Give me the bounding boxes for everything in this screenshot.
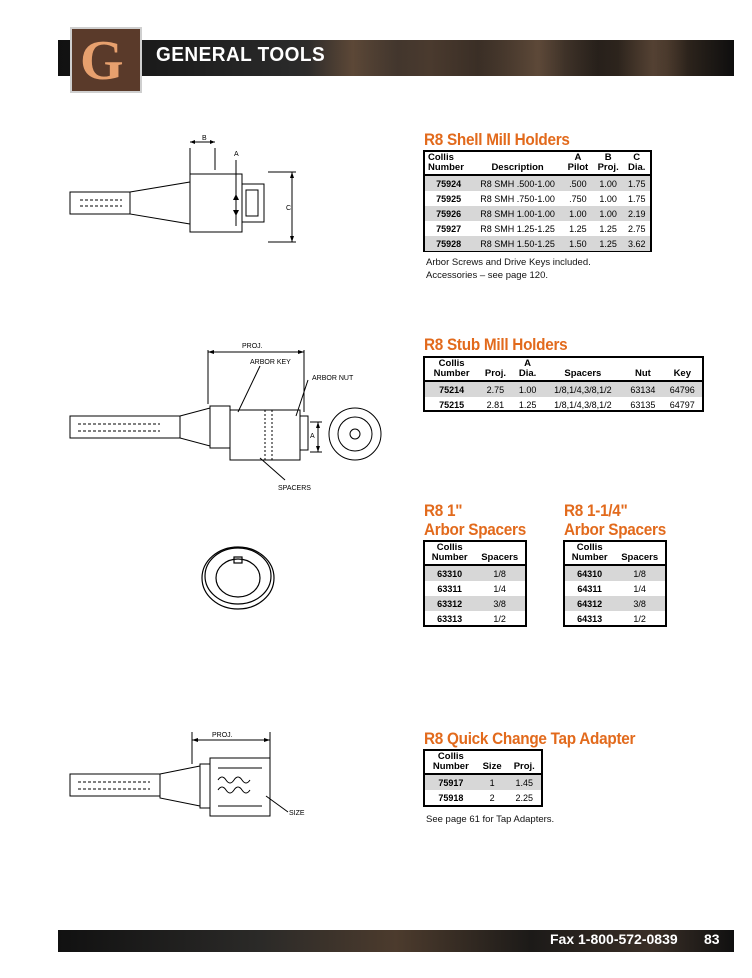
svg-text:PROJ.: PROJ. [242,343,263,350]
brand-name: GENERAL TOOLS [156,44,326,66]
tap-adapter-table-frame [423,749,543,807]
tap-adapter-note: See page 61 for Tap Adapters. [426,814,555,825]
stub-mill-title: R8 Stub Mill Holders [424,335,568,354]
shell-note-accessories: Accessories – see page 120. [426,270,548,281]
tap-adapter-diagram: PROJ. SIZE [69,732,305,817]
page-number: 83 [704,931,720,947]
shell-note-screws: Arbor Screws and Drive Keys included. [426,257,591,268]
spacers1-title-line1: R8 1" [424,501,463,520]
stub-mill-holder-diagram: PROJ. ARBOR KEY ARBOR NUT A SPACERS [69,343,382,492]
arbor-spacer-diagram [201,546,275,610]
spacers1-table-frame [423,540,527,627]
svg-text:A: A [234,151,239,158]
svg-text:ARBOR KEY: ARBOR KEY [250,359,291,366]
footer-banner [58,930,734,952]
svg-text:A: A [310,433,315,440]
shell-mill-holder-diagram: B A C [69,135,296,243]
svg-text:ARBOR NUT: ARBOR NUT [312,375,354,382]
spacers2-title-line1: R8 1-1/4" [564,501,628,520]
footer-fax: Fax 1-800-572-0839 [550,931,678,947]
shell-mill-table-frame [423,150,652,252]
svg-text:C: C [286,205,291,212]
svg-text:PROJ.: PROJ. [212,732,233,739]
shell-mill-title: R8 Shell Mill Holders [424,130,570,149]
header-banner [58,40,734,76]
svg-text:SPACERS: SPACERS [278,485,311,492]
spacers2-table-frame [563,540,667,627]
svg-text:SIZE: SIZE [289,810,305,817]
company-logo: G [70,27,142,93]
stub-mill-table-frame [423,356,704,412]
spacers2-title-line2: Arbor Spacers [564,520,666,539]
svg-text:B: B [202,135,207,142]
spacers1-title-line2: Arbor Spacers [424,520,526,539]
tap-adapter-title: R8 Quick Change Tap Adapter [424,729,636,748]
